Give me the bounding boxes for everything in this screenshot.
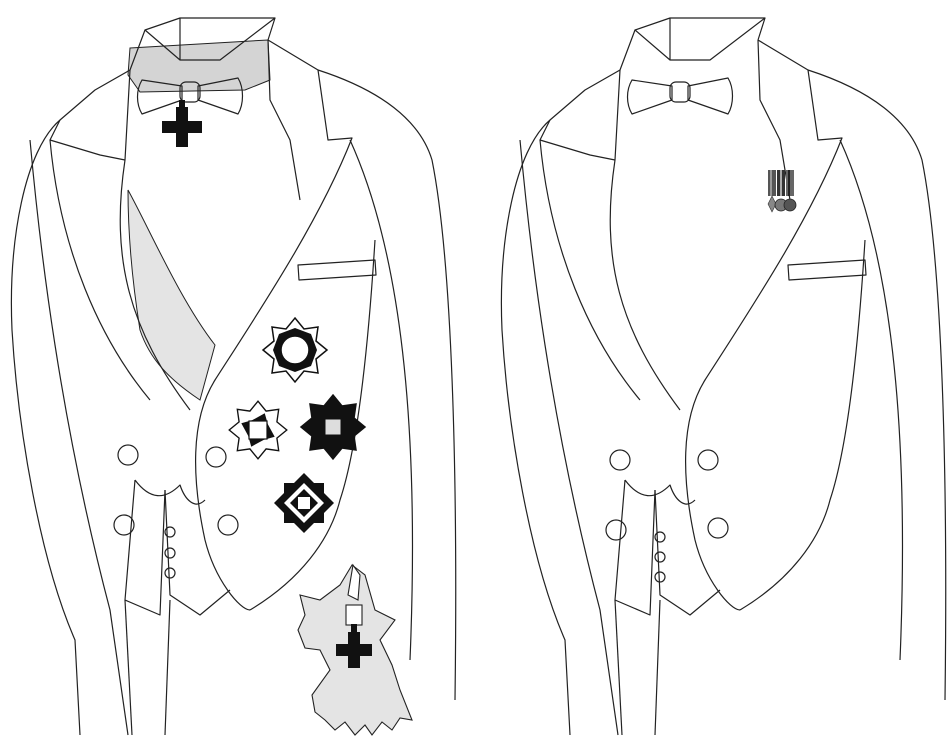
neck-badge-cross <box>162 100 202 147</box>
miniature-medals-bar <box>768 170 796 212</box>
figure-miniature-medals <box>501 18 945 735</box>
breast-star-right <box>301 395 365 459</box>
coat-buttons <box>606 450 728 582</box>
breast-star-bottom <box>274 473 334 533</box>
sash <box>128 190 215 400</box>
figure-full-decorations <box>11 18 455 735</box>
breast-star-left <box>229 401 287 459</box>
breast-star-top <box>263 318 327 382</box>
